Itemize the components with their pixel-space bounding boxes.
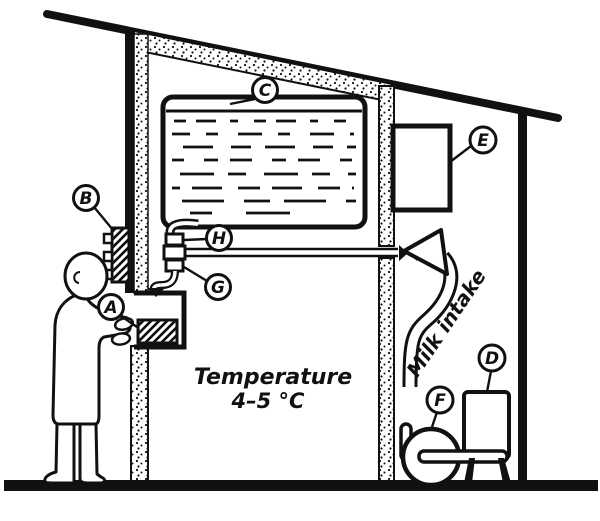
leader-g (183, 265, 208, 283)
water-tank (160, 94, 368, 230)
left-wall-structure (125, 29, 134, 293)
person-right-leg (78, 422, 107, 485)
leader-h (183, 237, 208, 242)
interior-wall-lower (378, 257, 395, 484)
floor (4, 480, 598, 491)
callouts: A B C D E F G H (72, 76, 507, 415)
pipework (149, 218, 398, 292)
person (43, 251, 135, 485)
callout-leaders (93, 97, 493, 431)
callout-h-circle (205, 224, 233, 252)
tap-pipe-core (152, 270, 177, 291)
person-head (63, 251, 109, 301)
milk-intake-arrow (402, 228, 459, 390)
leader-c (229, 97, 256, 106)
callout-h-letter: H (212, 229, 226, 249)
cooling-unit-tab (102, 250, 114, 263)
callout-e-circle (468, 125, 498, 155)
callout-d-letter: D (485, 349, 499, 369)
left-wall-insulation-upper (133, 33, 149, 294)
temperature-line2: 4–5 °C (231, 389, 306, 413)
milk-tank-right-leg (498, 458, 511, 483)
water-dashes (172, 119, 356, 215)
cooling-unit (102, 226, 131, 284)
condenser-box (390, 123, 453, 213)
valve-body (162, 244, 187, 261)
valve-fitting-h (164, 232, 185, 247)
milk-tank (462, 390, 511, 460)
leader-f (429, 411, 439, 431)
temperature-line1: Temperature (194, 365, 352, 390)
callout-g-letter: G (211, 278, 225, 298)
callout-a-letter: A (102, 298, 117, 318)
callout-g-circle (204, 273, 232, 301)
callout-d-circle (477, 343, 507, 373)
milk-arrow-core (405, 253, 456, 390)
callout-c-circle (251, 76, 279, 104)
cooling-unit-tab (102, 232, 114, 245)
leader-e (449, 145, 472, 163)
person-ear (73, 271, 81, 284)
leader-b (93, 206, 114, 231)
tap-outlet-triangle (147, 288, 165, 297)
milk-container-in-hatch (136, 318, 179, 345)
left-wall-insulation-lower (130, 345, 149, 484)
callout-b-letter: B (80, 189, 93, 209)
cooling-unit-body (110, 226, 131, 284)
leader-d (485, 370, 493, 393)
callout-c-letter: C (259, 81, 272, 101)
right-wall (518, 110, 527, 483)
callout-b-circle (72, 184, 100, 212)
temperature-annotation: Temperature 4–5 °C (194, 365, 352, 413)
callout-f-letter: F (434, 391, 446, 411)
churn-trough (417, 449, 509, 464)
callout-a-circle (97, 293, 125, 321)
person-hand-lower (110, 332, 132, 346)
leader-a (120, 315, 138, 328)
milk-tank-left-leg (464, 458, 475, 483)
milk-arrow-head (402, 228, 449, 276)
valve-fitting-g (164, 258, 185, 273)
person-left-leg (43, 422, 76, 485)
callout-e-letter: E (477, 131, 489, 151)
callout-f-circle (425, 385, 455, 415)
